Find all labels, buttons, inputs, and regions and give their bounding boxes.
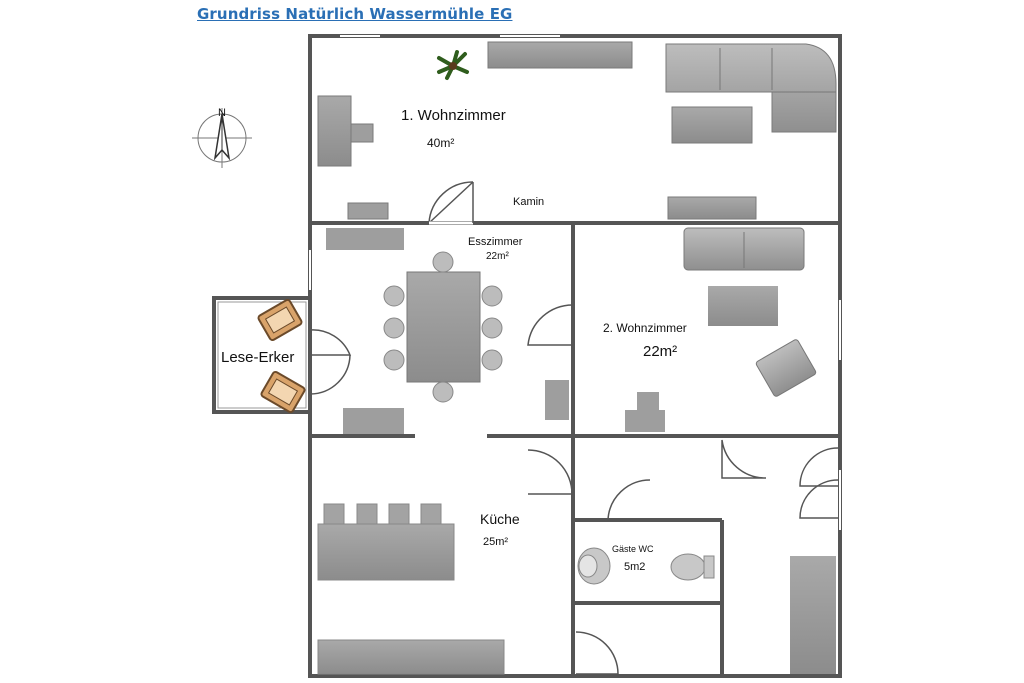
wohnzimmer1-furniture xyxy=(317,41,837,220)
area-esszimmer: 22m² xyxy=(486,251,509,262)
lese-erker-bay xyxy=(212,296,312,414)
label-wohnzimmer1: 1. Wohnzimmer xyxy=(401,107,506,124)
compass-icon xyxy=(192,108,252,168)
doors xyxy=(309,181,839,675)
label-kueche: Küche xyxy=(480,511,520,527)
area-gaeste-wc: 5m2 xyxy=(624,561,645,573)
area-wohnzimmer2: 22m² xyxy=(643,343,677,360)
windows xyxy=(309,35,841,530)
wohnzimmer2-furniture xyxy=(625,227,817,432)
wc-fixtures xyxy=(577,547,715,585)
label-wohnzimmer2: 2. Wohnzimmer xyxy=(603,321,687,335)
label-gaeste-wc: Gäste WC xyxy=(612,544,654,554)
label-esszimmer: Esszimmer xyxy=(468,236,523,248)
hall-cabinet xyxy=(790,556,836,674)
label-lese-erker: Lese-Erker xyxy=(221,349,294,366)
room-labels: 1. Wohnzimmer 40m² Kamin Esszimmer 22m² … xyxy=(221,107,687,573)
plant-icon xyxy=(437,50,469,80)
armchair-bottom xyxy=(260,370,306,414)
area-kueche: 25m² xyxy=(483,536,508,548)
plan-title: Grundriss Natürlich Wassermühle EG xyxy=(197,5,513,23)
area-wohnzimmer1: 40m² xyxy=(427,136,454,150)
label-kamin: Kamin xyxy=(513,196,544,208)
armchair-top xyxy=(257,298,303,342)
kueche-furniture xyxy=(317,503,505,675)
esszimmer-furniture xyxy=(326,228,569,434)
compass-north-label: N xyxy=(218,107,226,119)
